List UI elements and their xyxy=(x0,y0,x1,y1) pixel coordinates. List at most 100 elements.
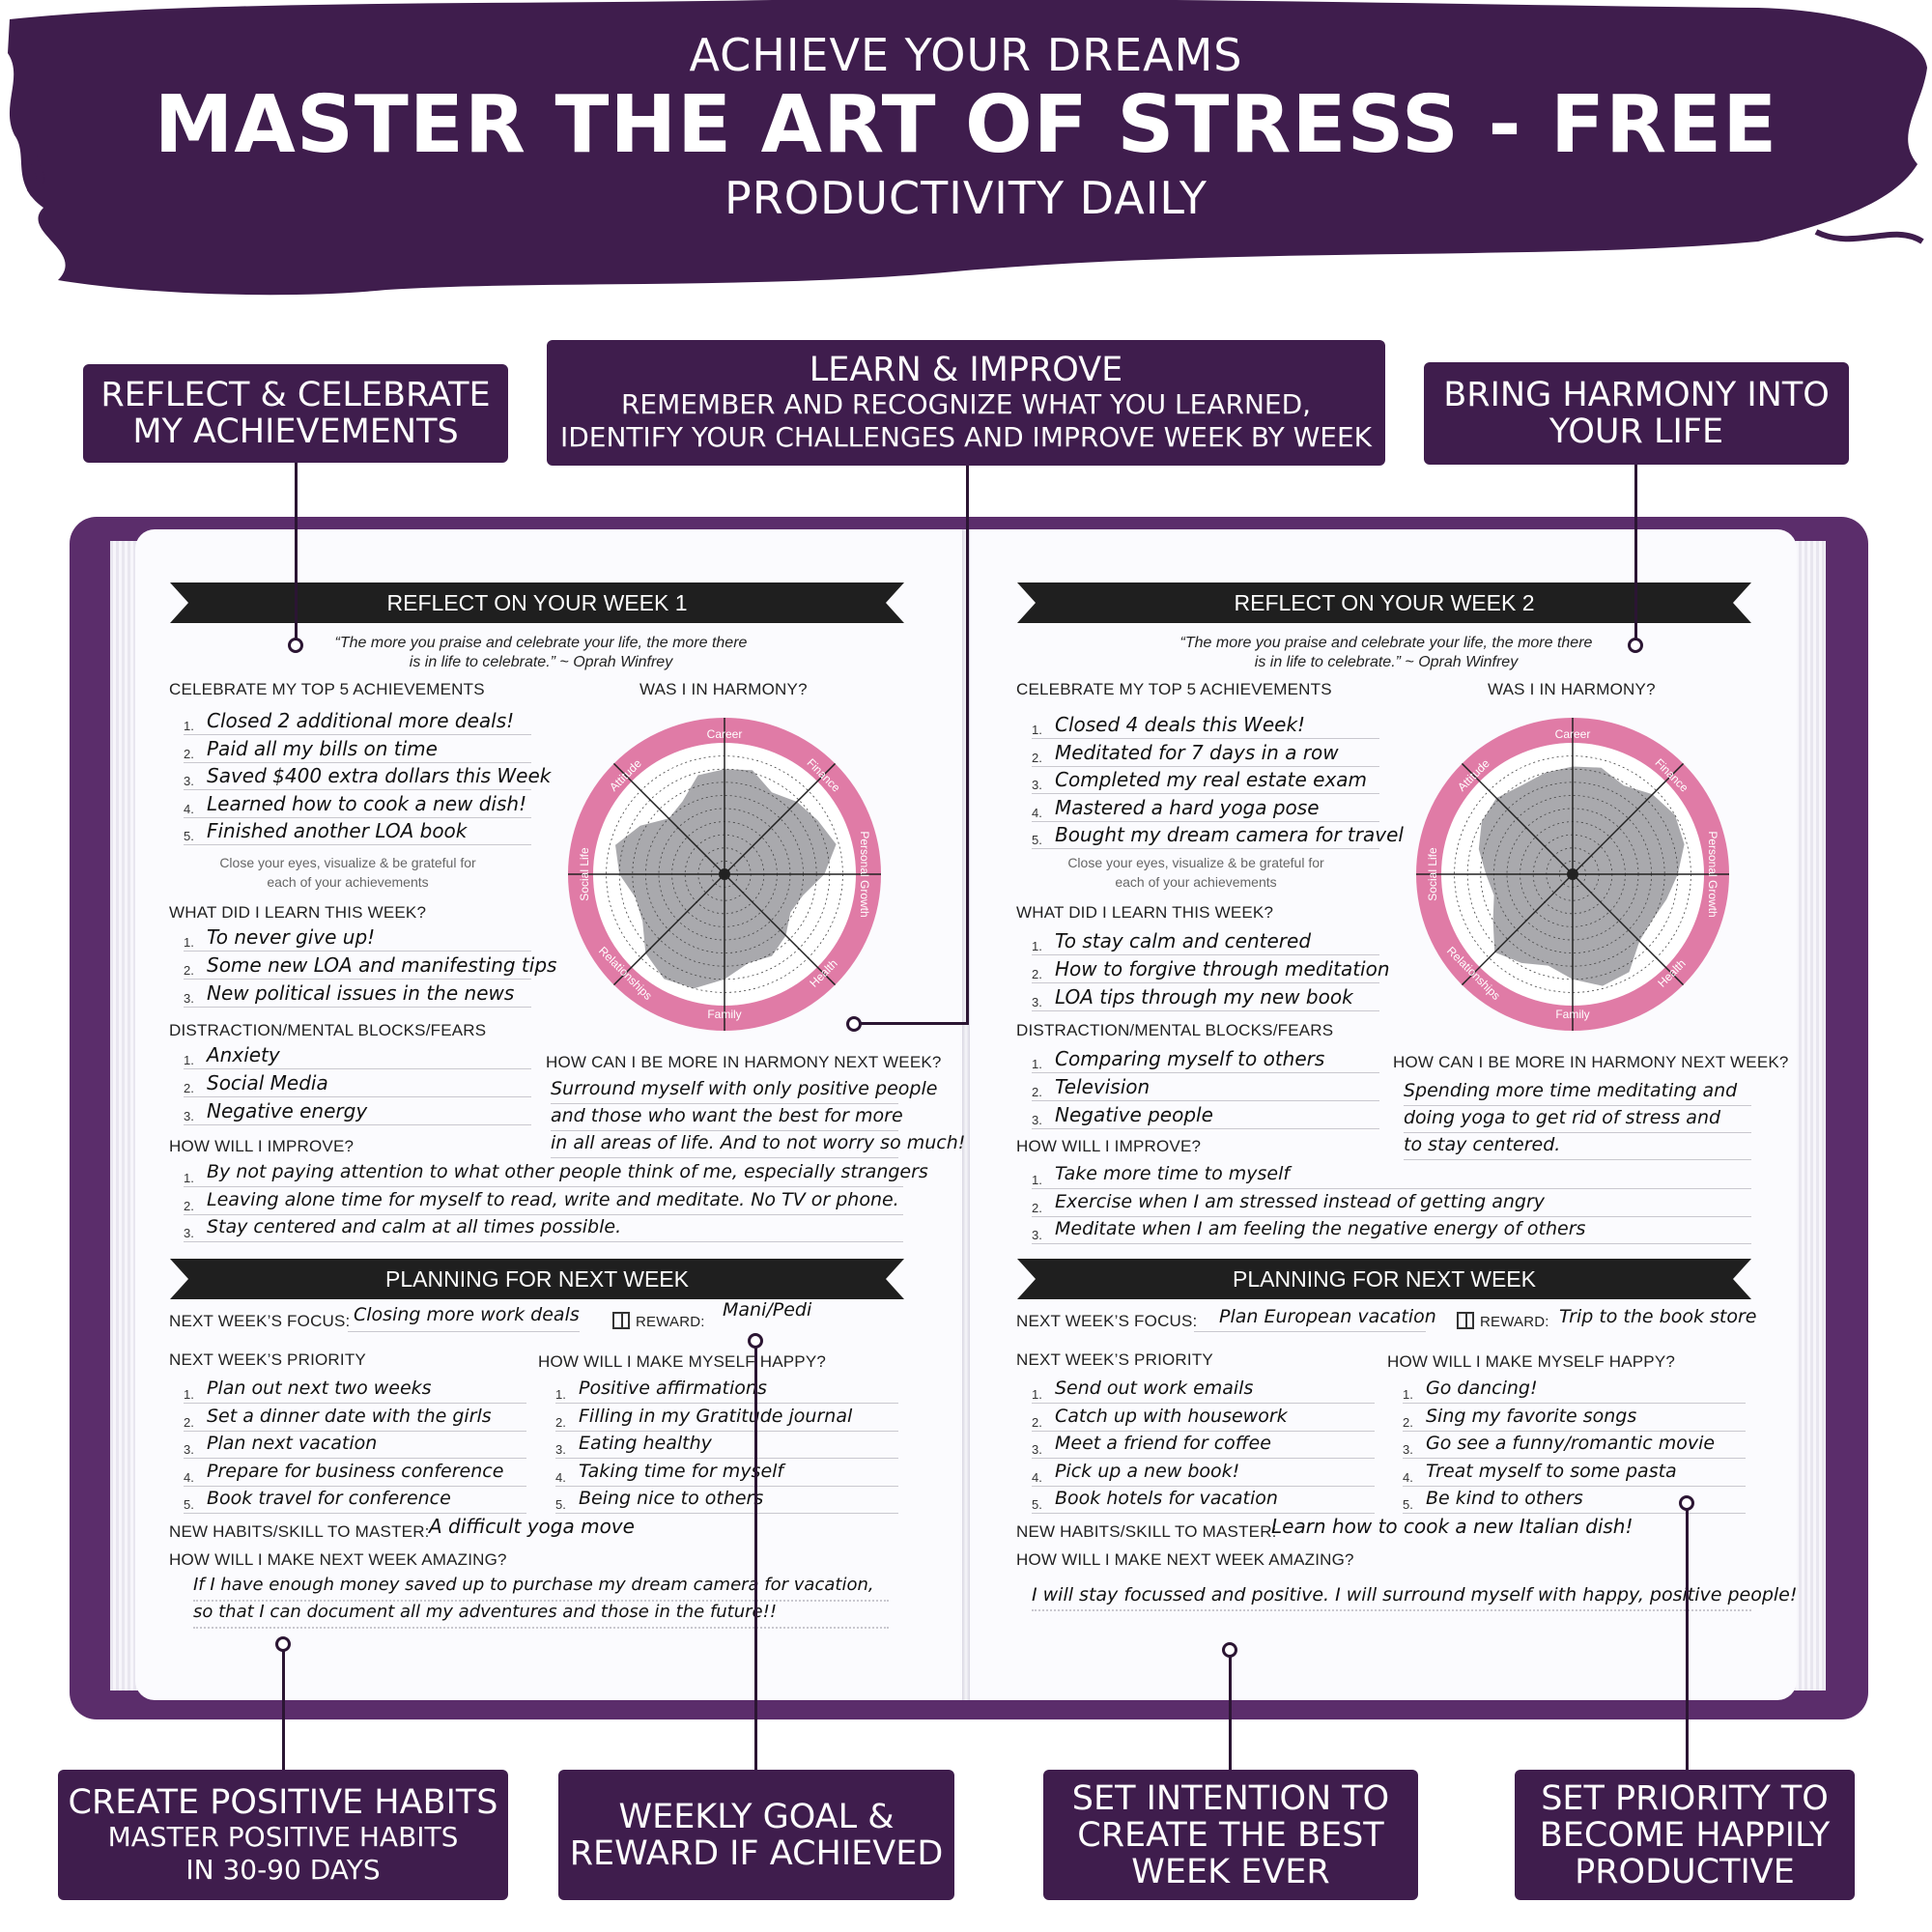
wheel-spoke xyxy=(724,873,837,986)
callout-line: CREATE THE BEST xyxy=(1077,1815,1384,1855)
handwritten-entry: Go dancing! xyxy=(1426,1378,1538,1399)
list-number: 3. xyxy=(1032,1113,1042,1127)
handwritten-entry: Set a dinner date with the girls xyxy=(207,1405,492,1427)
callout-line: YOUR LIFE xyxy=(1548,412,1724,451)
handwritten-entry: Completed my real estate exam xyxy=(1055,768,1368,791)
list-number: 2. xyxy=(184,1081,194,1095)
writing-line xyxy=(184,1213,903,1215)
handwritten-entry: Send out work emails xyxy=(1055,1378,1254,1399)
left-quote: “The more you praise and celebrate your … xyxy=(251,634,831,672)
wheel-label: Family xyxy=(1555,1008,1589,1021)
writing-line xyxy=(555,1403,898,1404)
list-number: 2. xyxy=(1032,1200,1042,1215)
quote-line: is in life to celebrate.” ~ Oprah Winfre… xyxy=(409,654,673,670)
list-number: 2. xyxy=(184,1414,194,1430)
writing-line xyxy=(551,1130,898,1131)
writing-line xyxy=(184,951,531,952)
right-amazing-label: HOW WILL I MAKE NEXT WEEK AMAZING? xyxy=(1016,1550,1354,1569)
writing-line xyxy=(1404,1132,1751,1133)
callout-line: REWARD IF ACHIEVED xyxy=(569,1833,944,1873)
handwritten-entry: Closed 4 deals this Week! xyxy=(1055,713,1306,736)
writing-line xyxy=(193,1627,889,1629)
list-number: 3. xyxy=(555,1442,566,1457)
handwritten-entry: Filling in my Gratitude journal xyxy=(579,1405,853,1427)
writing-line xyxy=(1403,1430,1746,1432)
list-number: 2. xyxy=(1032,967,1042,981)
right-focus-label: NEXT WEEK’S FOCUS: xyxy=(1016,1312,1198,1330)
wheel-spoke xyxy=(1572,762,1685,875)
left-title-ribbon: REFLECT ON YOUR WEEK 1 xyxy=(170,582,904,623)
list-number: 1. xyxy=(184,1387,194,1402)
wheel-spoke xyxy=(612,762,725,875)
writing-line xyxy=(184,1007,531,1008)
left-focus-value: Closing more work deals xyxy=(354,1304,580,1325)
right-title-ribbon: REFLECT ON YOUR WEEK 2 xyxy=(1017,582,1751,623)
list-number: 3. xyxy=(1032,1228,1042,1242)
handwritten-entry: Anxiety xyxy=(207,1043,280,1066)
left-improve-label: HOW WILL I IMPROVE? xyxy=(169,1137,355,1155)
writing-line xyxy=(184,844,531,845)
callout-line: WEEK EVER xyxy=(1131,1852,1330,1891)
callout-line: WEEKLY GOAL & xyxy=(618,1797,895,1836)
note-line: Close your eyes, visualize & be grateful… xyxy=(219,855,476,870)
right-reward-label: REWARD: xyxy=(1480,1314,1549,1330)
writing-line xyxy=(193,1600,889,1602)
list-number: 4. xyxy=(1032,805,1042,820)
handwritten-entry: Bought my dream camera for travel xyxy=(1055,823,1404,846)
writing-line xyxy=(1404,1105,1751,1106)
handwritten-entry: Exercise when I am stressed instead of g… xyxy=(1055,1190,1546,1212)
note-line: each of your achievements xyxy=(267,874,429,890)
right-page xyxy=(966,529,1797,1700)
writing-line xyxy=(555,1485,898,1487)
list-number: 1. xyxy=(1032,1057,1042,1071)
writing-line xyxy=(1032,820,1379,822)
callout-line: CREATE POSITIVE HABITS xyxy=(68,1782,498,1822)
list-number: 1. xyxy=(1032,939,1042,953)
list-number: 5. xyxy=(555,1497,566,1512)
connector-dot xyxy=(1222,1642,1237,1658)
page-edges-left xyxy=(110,541,139,1690)
right-harmony-label: WAS I IN HARMONY? xyxy=(1488,680,1656,698)
left-page xyxy=(135,529,966,1700)
list-number: 1. xyxy=(184,719,194,733)
writing-line xyxy=(184,1068,531,1069)
list-number: 4. xyxy=(184,801,194,816)
handwritten-entry: Learned how to cook a new dish! xyxy=(207,791,527,815)
callout-line: MY ACHIEVEMENTS xyxy=(132,412,459,451)
handwritten-entry: Being nice to others xyxy=(579,1488,764,1509)
writing-line xyxy=(184,1096,531,1097)
handwritten-entry: Meditated for 7 days in a row xyxy=(1055,740,1339,764)
list-number: 3. xyxy=(184,991,194,1006)
wheel-center xyxy=(1567,868,1578,880)
handwritten-entry: and those who want the best for more xyxy=(551,1105,903,1126)
page-edges-right xyxy=(1793,541,1826,1690)
list-number: 3. xyxy=(184,774,194,788)
left-focus-label: NEXT WEEK’S FOCUS: xyxy=(169,1312,351,1330)
callout-set-priority: SET PRIORITY TO BECOME HAPPILY PRODUCTIV… xyxy=(1515,1770,1855,1900)
callout-line: IDENTIFY YOUR CHALLENGES AND IMPROVE WEE… xyxy=(559,421,1373,453)
handwritten-entry: To stay calm and centered xyxy=(1055,929,1312,952)
wheel-score-area xyxy=(1478,766,1685,986)
writing-line xyxy=(1032,1100,1379,1101)
handwritten-entry: Comparing myself to others xyxy=(1055,1047,1325,1070)
handwritten-entry: Closed 2 additional more deals! xyxy=(207,709,515,732)
left-reward-label: REWARD: xyxy=(636,1314,705,1330)
handwritten-entry: Treat myself to some pasta xyxy=(1426,1460,1677,1482)
writing-line xyxy=(184,816,531,818)
callout-learn-improve: LEARN & IMPROVE REMEMBER AND RECOGNIZE W… xyxy=(547,340,1385,466)
writing-line xyxy=(1032,1215,1751,1217)
banner-tagline: ACHIEVE YOUR DREAMS xyxy=(689,29,1243,81)
writing-line xyxy=(184,1513,526,1514)
writing-line xyxy=(1032,1609,1751,1611)
list-number: 1. xyxy=(1032,723,1042,737)
connector-dot xyxy=(275,1636,291,1652)
list-number: 5. xyxy=(184,829,194,843)
left-happy-label: HOW WILL I MAKE MYSELF HAPPY? xyxy=(538,1352,827,1371)
callout-reflect-celebrate: REFLECT & CELEBRATE MY ACHIEVEMENTS xyxy=(83,364,508,463)
focus-rule xyxy=(1194,1331,1426,1332)
right-quote: “The more you praise and celebrate your … xyxy=(1096,634,1676,672)
handwritten-entry: Take more time to myself xyxy=(1055,1163,1291,1184)
banner-headline: MASTER THE ART OF STRESS - FREE xyxy=(154,79,1778,171)
handwritten-entry: so that I can document all my adventures… xyxy=(193,1602,778,1622)
writing-line xyxy=(1032,1430,1375,1432)
